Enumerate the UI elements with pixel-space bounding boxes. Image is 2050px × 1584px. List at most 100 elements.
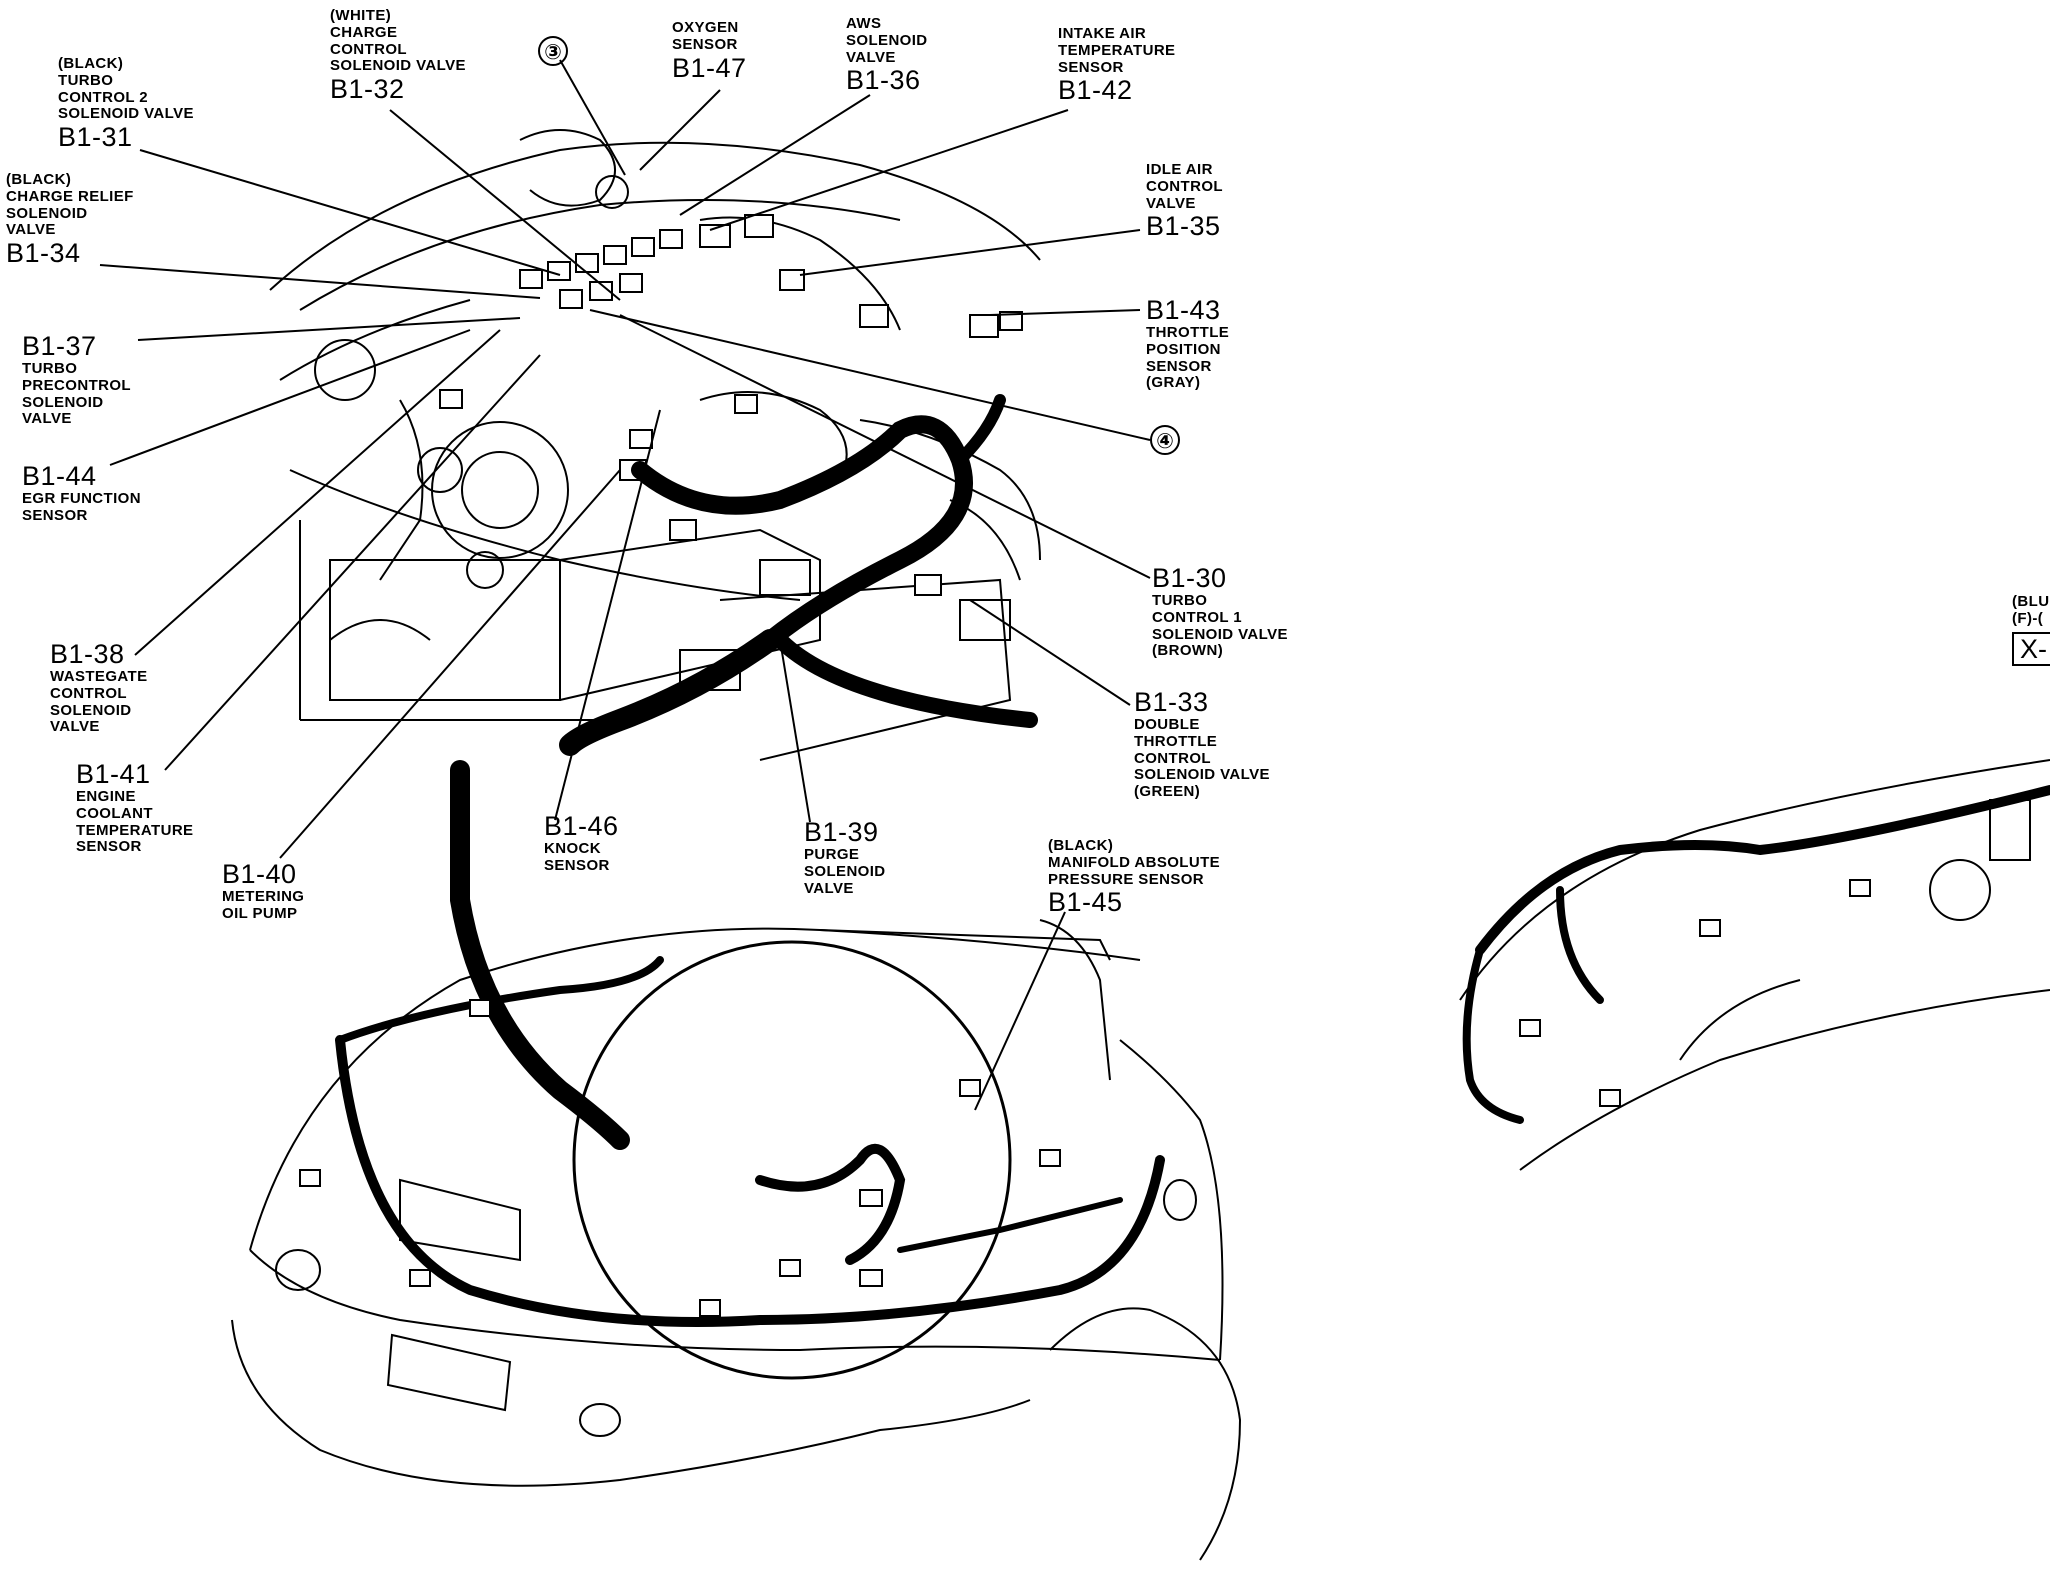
right-connectors <box>1519 879 1871 1107</box>
component-name: CONTROL <box>50 684 127 702</box>
label-b1-33: B1-33 DOUBLE THROTTLE CONTROL SOLENOID V… <box>1134 688 1270 801</box>
component-name: PRECONTROL <box>22 376 131 394</box>
label-b1-32: (WHITE) CHARGE CONTROL SOLENOID VALVE B1… <box>330 7 466 105</box>
label-b1-41: B1-41 ENGINE COOLANT TEMPERATURE SENSOR <box>76 760 193 856</box>
component-name: SOLENOID VALVE <box>1134 766 1270 784</box>
connector-code: B1-42 <box>1058 75 1133 106</box>
component-name: SENSOR <box>1058 58 1124 76</box>
component-name: VALVE <box>804 879 854 897</box>
component-name: EGR FUNCTION <box>22 490 141 507</box>
connector-code: B1-45 <box>1048 887 1123 918</box>
component-name: SOLENOID VALVE <box>1152 625 1288 643</box>
component-name: DOUBLE <box>1134 716 1200 733</box>
zoom-circle <box>572 940 1012 1380</box>
connector-code: B1-47 <box>672 52 747 83</box>
connector-code: B1-40 <box>222 859 297 889</box>
component-name: SENSOR <box>22 506 88 524</box>
right-partial-drawing <box>1459 759 2050 1171</box>
connector-code: B1-36 <box>846 65 921 96</box>
component-name: SOLENOID <box>846 31 928 49</box>
connector-code: B1-41 <box>76 759 151 789</box>
label-b1-34: (BLACK) CHARGE RELIEF SOLENOID VALVE B1-… <box>6 171 134 269</box>
callout-marker-4: ④ <box>1150 425 1180 455</box>
component-name: KNOCK <box>544 840 601 857</box>
color-note: (BROWN) <box>1152 642 1224 660</box>
component-name: OIL PUMP <box>222 904 298 922</box>
connector-code: B1-44 <box>22 461 97 491</box>
component-name: PURGE <box>804 846 860 863</box>
lower-connectors <box>299 999 1061 1317</box>
component-name: SOLENOID VALVE <box>330 57 466 75</box>
harness-lower <box>335 956 1165 1327</box>
component-name: TURBO <box>1152 592 1208 609</box>
color-note: (BLACK) <box>58 55 124 72</box>
partial-connector-box: X- <box>2012 632 2050 666</box>
color-note: (BLACK) <box>1048 837 1114 854</box>
component-name: ENGINE <box>76 788 136 805</box>
component-name: TURBO <box>22 360 78 377</box>
label-b1-47: OXYGEN SENSOR B1-47 <box>672 19 747 83</box>
label-b1-38: B1-38 WASTEGATE CONTROL SOLENOID VALVE <box>50 640 148 736</box>
component-name: METERING <box>222 888 305 905</box>
component-name: CHARGE RELIEF <box>6 187 134 205</box>
component-name: VALVE <box>846 48 896 66</box>
component-name: MANIFOLD ABSOLUTE <box>1048 853 1221 871</box>
label-b1-31: (BLACK) TURBO CONTROL 2 SOLENOID VALVE B… <box>58 55 194 153</box>
component-name: PRESSURE SENSOR <box>1048 870 1205 888</box>
component-name: POSITION <box>1146 340 1221 358</box>
component-name: SOLENOID <box>50 701 132 719</box>
connector-code: B1-46 <box>544 811 619 841</box>
component-name: SOLENOID <box>6 204 88 222</box>
component-name: IDLE AIR <box>1146 161 1213 178</box>
label-b1-44: B1-44 EGR FUNCTION SENSOR <box>22 462 141 525</box>
partial-label-right: (BLU (F)-( <box>2012 593 2050 628</box>
harness-upper <box>450 394 1038 1150</box>
component-name: VALVE <box>22 410 72 428</box>
color-note: (GREEN) <box>1134 783 1201 801</box>
car-body-drawing <box>231 919 1242 1561</box>
component-name: CONTROL <box>330 40 407 58</box>
component-name: INTAKE AIR <box>1058 25 1147 42</box>
component-name: VALVE <box>1146 194 1196 212</box>
connector-code: B1-32 <box>330 74 405 105</box>
partial-connector-note: (F)-( <box>2012 609 2044 627</box>
label-b1-36: AWS SOLENOID VALVE B1-36 <box>846 15 928 96</box>
label-b1-45: (BLACK) MANIFOLD ABSOLUTE PRESSURE SENSO… <box>1048 837 1221 918</box>
partial-color-note: (BLU <box>2012 593 2050 610</box>
leader-lines <box>99 59 1151 1111</box>
label-b1-40: B1-40 METERING OIL PUMP <box>222 860 304 923</box>
component-name: SOLENOID <box>804 862 886 880</box>
component-name: COOLANT <box>76 804 153 822</box>
label-b1-39: B1-39 PURGE SOLENOID VALVE <box>804 818 886 897</box>
color-note: (GRAY) <box>1146 374 1201 392</box>
connector-code: B1-31 <box>58 122 133 153</box>
component-name: AWS <box>846 15 882 32</box>
component-name: CONTROL <box>1134 749 1211 767</box>
connector-code: B1-37 <box>22 331 97 361</box>
label-b1-30: B1-30 TURBO CONTROL 1 SOLENOID VALVE (BR… <box>1152 564 1288 660</box>
component-name: OXYGEN <box>672 19 739 36</box>
callout-marker-3: ③ <box>538 36 568 66</box>
engine-closeup-drawing <box>269 129 1041 761</box>
component-name: CONTROL 2 <box>58 88 148 106</box>
component-name: SOLENOID VALVE <box>58 105 194 123</box>
connector-code: B1-38 <box>50 639 125 669</box>
component-name: TEMPERATURE <box>1058 41 1176 59</box>
component-name: SOLENOID <box>22 393 104 411</box>
connector-code: B1-35 <box>1146 211 1221 242</box>
component-name: SENSOR <box>76 838 142 856</box>
component-name: THROTTLE <box>1146 324 1230 341</box>
label-b1-35: IDLE AIR CONTROL VALVE B1-35 <box>1146 161 1223 242</box>
component-name: CHARGE <box>330 23 398 41</box>
label-b1-43: B1-43 THROTTLE POSITION SENSOR (GRAY) <box>1146 296 1229 392</box>
connector-code: B1-39 <box>804 817 879 847</box>
label-b1-37: B1-37 TURBO PRECONTROL SOLENOID VALVE <box>22 332 131 428</box>
component-name: CONTROL 1 <box>1152 608 1242 626</box>
component-name: SENSOR <box>1146 357 1212 375</box>
connector-code: B1-30 <box>1152 563 1227 593</box>
connector-code: B1-34 <box>6 238 81 269</box>
component-name: VALVE <box>6 221 56 239</box>
component-name: SENSOR <box>544 856 610 874</box>
connector-code: B1-33 <box>1134 687 1209 717</box>
